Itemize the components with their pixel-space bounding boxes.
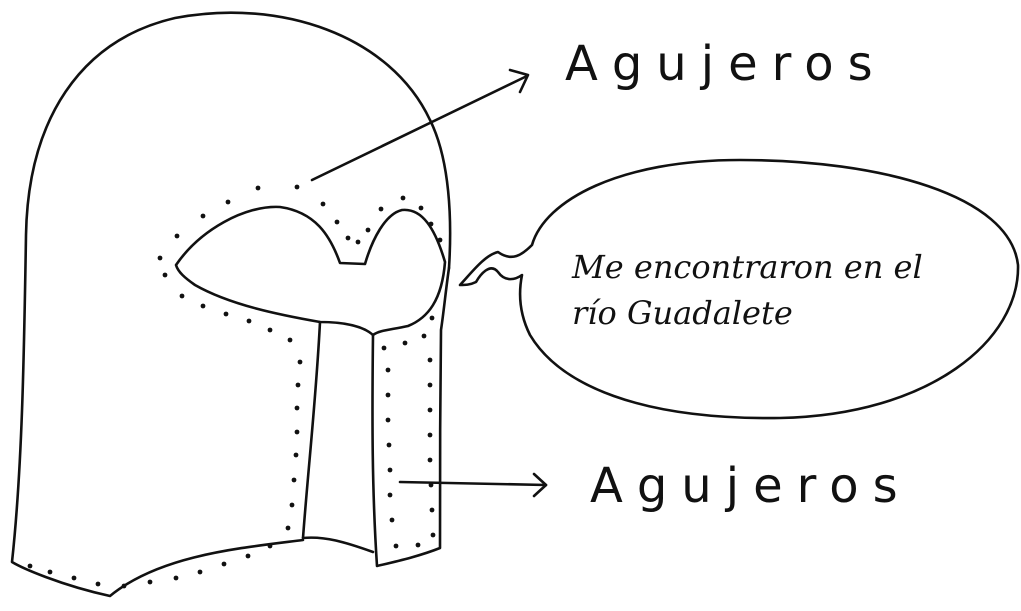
eye-opening [174,205,447,337]
speech-bubble-text: Me encontraron en el río Guadalete [572,244,992,336]
speech-line-1: Me encontraron en el [572,248,923,286]
arrow-top-line [310,74,529,182]
cheek-guard-right [371,266,451,568]
arrow-bottom-head [532,472,548,498]
arrow-top-head [508,68,530,94]
rivet-holes [27,184,443,589]
helmet-outline [10,11,452,598]
nose-guard-edge [301,320,322,540]
speech-line-2: río Guadalete [572,294,793,332]
speech-bubble-outline [458,158,1020,420]
holes-label-bottom: Agujeros [590,458,912,514]
lower-edge [301,536,375,554]
arrow-bottom-line [398,480,548,487]
holes-label-top: Agujeros [565,36,887,92]
